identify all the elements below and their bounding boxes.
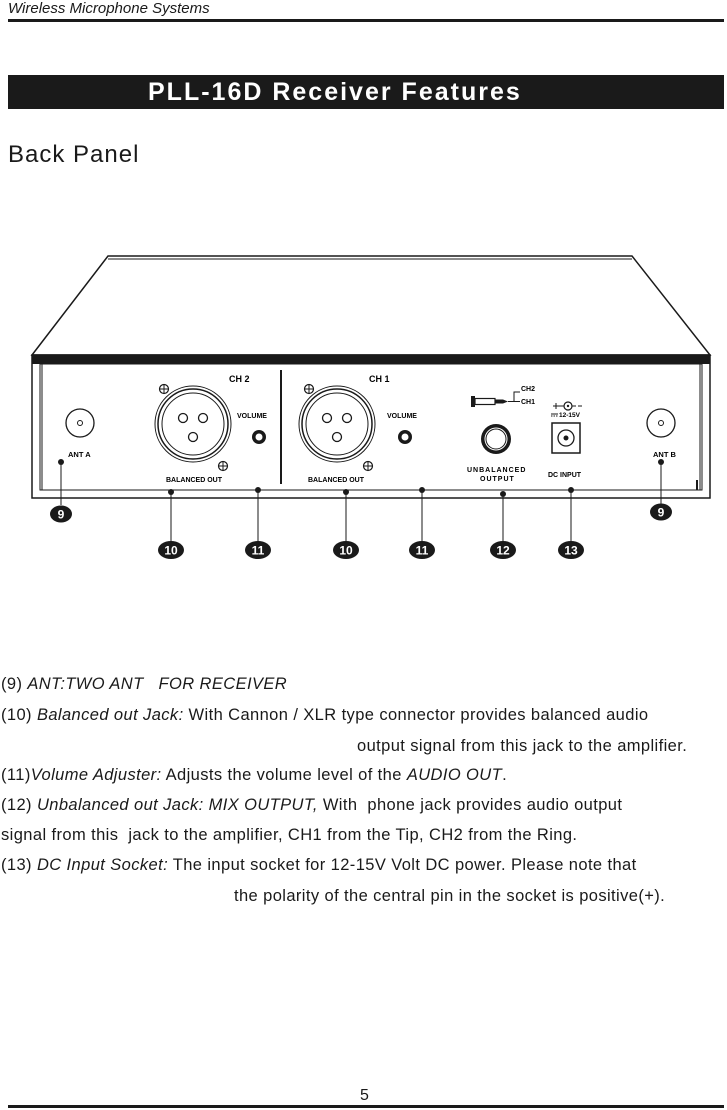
ant-b-connector bbox=[646, 408, 676, 438]
dc-input-socket bbox=[551, 422, 581, 454]
page-number: 5 bbox=[360, 1087, 369, 1104]
running-header: Wireless Microphone Systems bbox=[8, 0, 210, 17]
svg-text:12: 12 bbox=[496, 544, 510, 558]
callout-badge-10-ch1: 10 bbox=[333, 541, 359, 559]
callout-badge-11-ch1: 11 bbox=[409, 541, 435, 559]
item-text: The input socket for 12-15V Volt DC powe… bbox=[172, 856, 637, 874]
item-number: (9) bbox=[1, 675, 23, 693]
item-number: (13) bbox=[1, 856, 32, 874]
callout-badge-11-ch2: 11 bbox=[245, 541, 271, 559]
footer-rule bbox=[8, 1105, 724, 1108]
ch2-xlr-jack bbox=[154, 383, 232, 472]
ch2-balanced-out-label: BALANCED OUT bbox=[166, 477, 223, 484]
callout-leaders bbox=[60, 463, 662, 541]
callout-badge-12: 12 bbox=[490, 541, 516, 559]
page-title: PLL-16D Receiver Features bbox=[148, 78, 522, 106]
item-label: DC Input Socket: bbox=[36, 856, 169, 874]
title-banner: PLL-16D Receiver Features bbox=[8, 75, 724, 109]
item-number: (10) bbox=[1, 706, 32, 724]
phone-plug-icon bbox=[471, 391, 520, 407]
svg-text:11: 11 bbox=[252, 544, 265, 558]
dc-voltage-label: 12-15V bbox=[559, 412, 581, 419]
ch2-volume-label: VOLUME bbox=[237, 413, 267, 420]
callout-badge-10-ch2: 10 bbox=[158, 541, 184, 559]
dc-input-label: DC INPUT bbox=[548, 472, 582, 479]
dc-polarity-icon bbox=[551, 401, 582, 417]
svg-text:10: 10 bbox=[339, 544, 353, 558]
header-rule bbox=[8, 19, 724, 22]
item-text: Adjusts the volume level of the bbox=[165, 766, 402, 784]
ch1-volume-knob bbox=[398, 430, 412, 444]
svg-text:9: 9 bbox=[658, 506, 665, 520]
receiver-top-cover bbox=[30, 255, 712, 356]
ant-a-connector bbox=[65, 408, 95, 438]
ch2-label: CH 2 bbox=[229, 374, 250, 384]
callout-badge-9-right: 9 bbox=[650, 503, 672, 521]
item-label: ANT:TWO ANT FOR RECEIVER bbox=[27, 675, 288, 693]
plug-ch2-label: CH2 bbox=[521, 386, 535, 393]
svg-text:11: 11 bbox=[416, 544, 429, 558]
ch1-xlr-jack bbox=[298, 383, 376, 472]
section-title: Back Panel bbox=[8, 141, 140, 168]
plug-ch1-label: CH1 bbox=[521, 399, 535, 406]
item-label-audio-out: AUDIO OUT bbox=[406, 766, 503, 784]
unbalanced-label: UNBALANCED bbox=[467, 467, 526, 474]
unbalanced-output-jack bbox=[481, 424, 511, 454]
ant-a-label: ANT A bbox=[68, 450, 91, 459]
ch1-balanced-out-label: BALANCED OUT bbox=[308, 477, 365, 484]
svg-text:10: 10 bbox=[164, 544, 178, 558]
item-label: Volume Adjuster: bbox=[30, 766, 162, 784]
ant-b-label: ANT B bbox=[653, 450, 676, 459]
item-text: With phone jack provides audio output bbox=[322, 796, 623, 814]
item-text-end: . bbox=[502, 766, 508, 784]
item-text-continued: signal from this jack to the amplifier, … bbox=[1, 826, 578, 844]
item-label: Unbalanced out Jack: MIX OUTPUT, bbox=[36, 796, 318, 814]
ch1-label: CH 1 bbox=[369, 374, 390, 384]
item-number: (12) bbox=[1, 796, 32, 814]
item-number: (11) bbox=[1, 766, 31, 784]
output-label: OUTPUT bbox=[480, 476, 515, 483]
callout-dots bbox=[58, 459, 664, 497]
ch2-volume-knob bbox=[252, 430, 266, 444]
callout-badge-9-left: 9 bbox=[50, 505, 72, 523]
svg-text:9: 9 bbox=[58, 508, 65, 522]
item-label: Balanced out Jack: bbox=[36, 706, 184, 724]
callout-badge-13: 13 bbox=[558, 541, 584, 559]
item-text-continued: the polarity of the central pin in the s… bbox=[234, 887, 666, 905]
svg-text:13: 13 bbox=[564, 544, 578, 558]
ch1-volume-label: VOLUME bbox=[387, 413, 417, 420]
item-text: With Cannon / XLR type connector provide… bbox=[188, 706, 649, 724]
item-text-continued: output signal from this jack to the ampl… bbox=[357, 737, 688, 755]
